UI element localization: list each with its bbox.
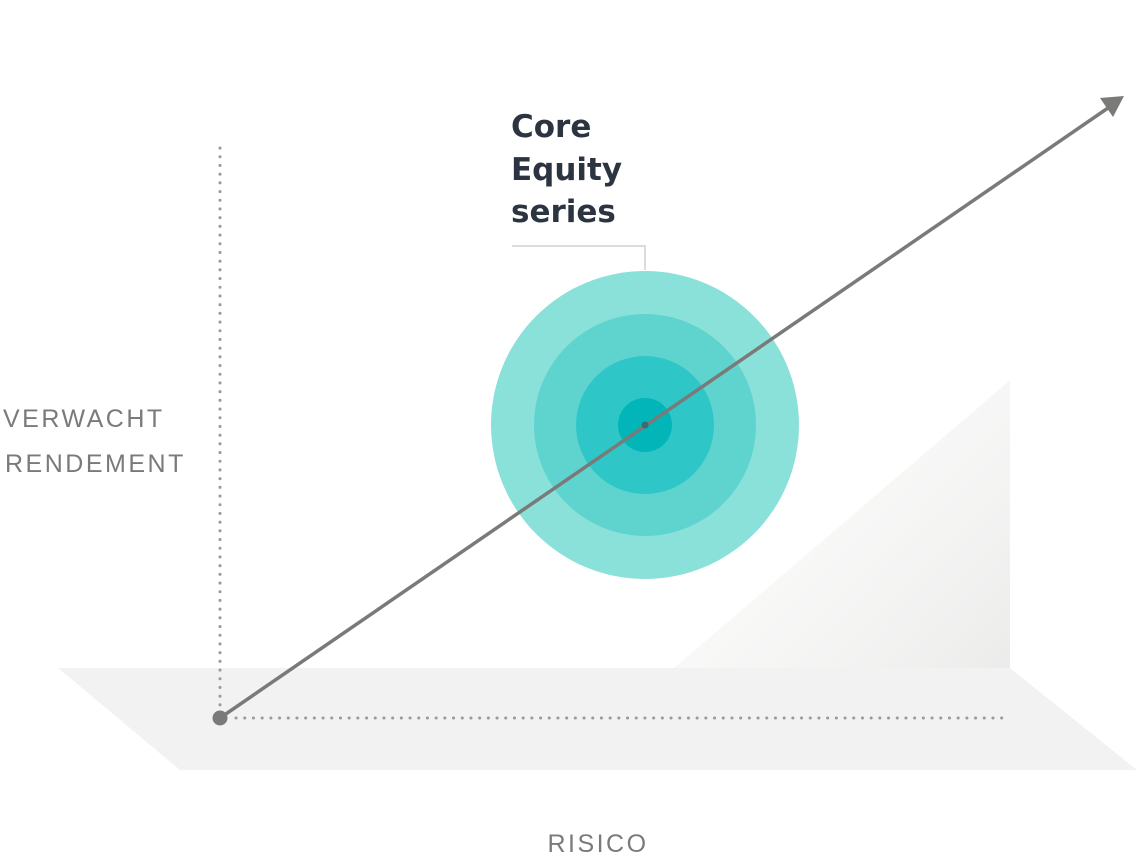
callout-connector <box>512 245 646 270</box>
back-wall-shade <box>660 380 1010 680</box>
y-axis-label-line-1: VERWACHT <box>3 405 164 433</box>
arrowhead-icon <box>1100 96 1124 117</box>
center-dot <box>641 421 649 429</box>
callout-line-1: Core <box>511 109 591 145</box>
y-axis-label: VERWACHT RENDEMENT <box>3 405 186 478</box>
callout-line-3: series <box>511 194 616 230</box>
callout-title: Core Equity series <box>511 109 633 230</box>
origin-dot <box>212 710 228 726</box>
floor-plane <box>58 668 1137 770</box>
callout-line-2: Equity <box>511 152 622 188</box>
x-axis-label: RISICO <box>547 830 648 858</box>
y-axis-label-line-2: RENDEMENT <box>5 450 186 478</box>
risk-return-arrow-line <box>219 106 1109 720</box>
